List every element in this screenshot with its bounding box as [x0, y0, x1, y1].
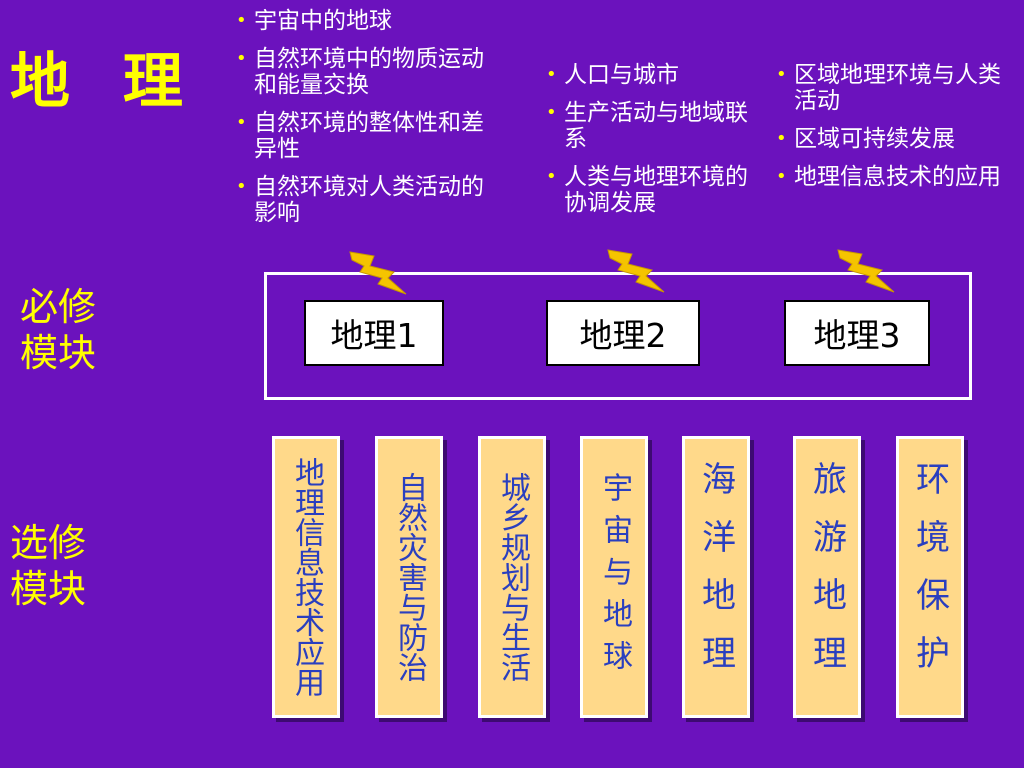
elective-natural-disasters: 自然灾害与防治	[375, 436, 443, 718]
module-geography-3: 地理3	[784, 300, 930, 366]
required-modules-label: 必修模块	[20, 285, 97, 375]
elective-label: 城乡规划与生活	[495, 472, 530, 682]
elective-ocean-geography: 海洋地理	[682, 436, 750, 718]
elective-label: 宇宙与地球	[597, 472, 632, 682]
required-modules-frame	[264, 272, 972, 400]
elective-label: 旅游地理	[806, 461, 847, 693]
elective-label: 地理信息技术应用	[289, 457, 324, 697]
topic-item: 人类与地理环境的协调发展	[540, 164, 755, 216]
module-geography-1: 地理1	[304, 300, 444, 366]
topic-item: 自然环境中的物质运动和能量交换	[230, 46, 500, 98]
elective-modules-label: 选修模块	[10, 521, 87, 611]
module2-topic-list: 人口与城市 生产活动与地域联系 人类与地理环境的协调发展	[540, 62, 755, 228]
elective-label: 自然灾害与防治	[392, 472, 427, 682]
elective-universe-earth: 宇宙与地球	[580, 436, 648, 718]
module1-topic-list: 宇宙中的地球 自然环境中的物质运动和能量交换 自然环境的整体性和差异性 自然环境…	[230, 8, 500, 238]
page-title: 地 理	[10, 47, 199, 117]
elective-label: 环境保护	[909, 461, 950, 693]
topic-item: 人口与城市	[540, 62, 755, 88]
lightning-bolt-icon	[837, 249, 895, 293]
topic-item: 区域可持续发展	[770, 126, 1010, 152]
elective-environment-protection: 环境保护	[896, 436, 964, 718]
topic-item: 生产活动与地域联系	[540, 100, 755, 152]
module3-topic-list: 区域地理环境与人类活动 区域可持续发展 地理信息技术的应用	[770, 62, 1010, 202]
elective-tourism-geography: 旅游地理	[793, 436, 861, 718]
topic-item: 宇宙中的地球	[230, 8, 500, 34]
elective-urban-rural: 城乡规划与生活	[478, 436, 546, 718]
lightning-bolt-icon	[349, 251, 407, 295]
elective-geoinformation: 地理信息技术应用	[272, 436, 340, 718]
lightning-bolt-icon	[607, 249, 665, 293]
topic-item: 区域地理环境与人类活动	[770, 62, 1010, 114]
elective-label: 海洋地理	[695, 461, 736, 693]
topic-item: 自然环境的整体性和差异性	[230, 110, 500, 162]
topic-item: 地理信息技术的应用	[770, 164, 1010, 190]
module-geography-2: 地理2	[546, 300, 700, 366]
topic-item: 自然环境对人类活动的影响	[230, 174, 500, 226]
